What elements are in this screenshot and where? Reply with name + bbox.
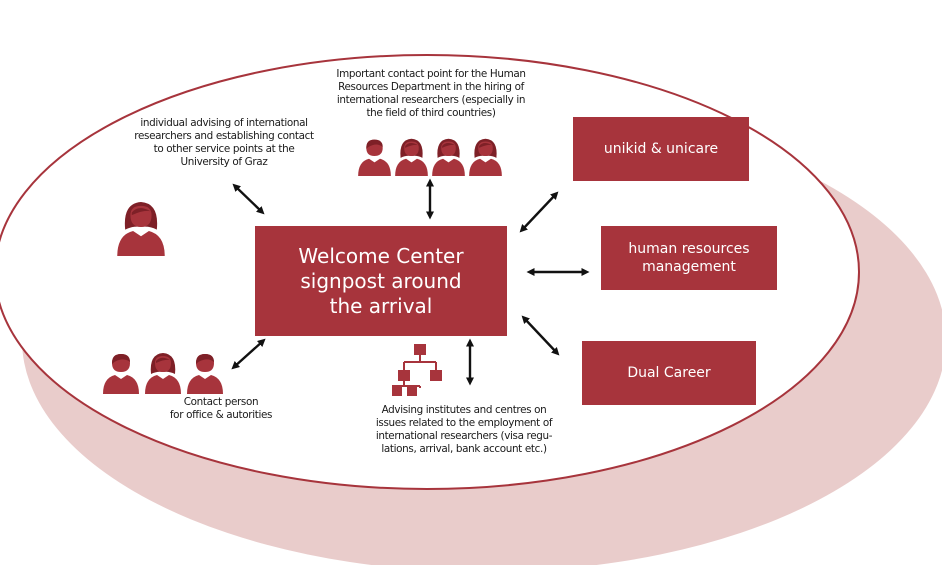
welcome-center-label: Welcome Center signpost around the arriv… — [298, 243, 464, 318]
arrow-bottom-right — [521, 315, 560, 356]
people-group-icon — [103, 353, 223, 394]
office-contact-note: Contact person for office & autorities — [169, 396, 273, 421]
unikid-unicare-label: unikid & unicare — [603, 141, 719, 157]
dual-career-label: Dual Career — [627, 365, 711, 381]
hr-contact-note: Important contact point for the Human Re… — [336, 68, 526, 119]
arrow-bottom-left — [231, 338, 266, 370]
welcome-center-box: Welcome Center signpost around the arriv… — [255, 226, 507, 336]
org-chart-icon — [392, 344, 442, 396]
human-resources-label: human resources management — [628, 241, 750, 275]
individual-advising-note: individual advising of international res… — [134, 117, 314, 168]
human-resources-box: human resources management — [601, 226, 777, 290]
institutes-advising-note: Advising institutes and centres on issue… — [375, 404, 553, 455]
arrow-top-left — [232, 183, 265, 215]
unikid-unicare-box: unikid & unicare — [573, 117, 749, 181]
arrow-top-right — [519, 191, 559, 233]
people-group-icon — [358, 138, 502, 176]
dual-career-box: Dual Career — [582, 341, 756, 405]
woman-icon — [117, 201, 165, 256]
